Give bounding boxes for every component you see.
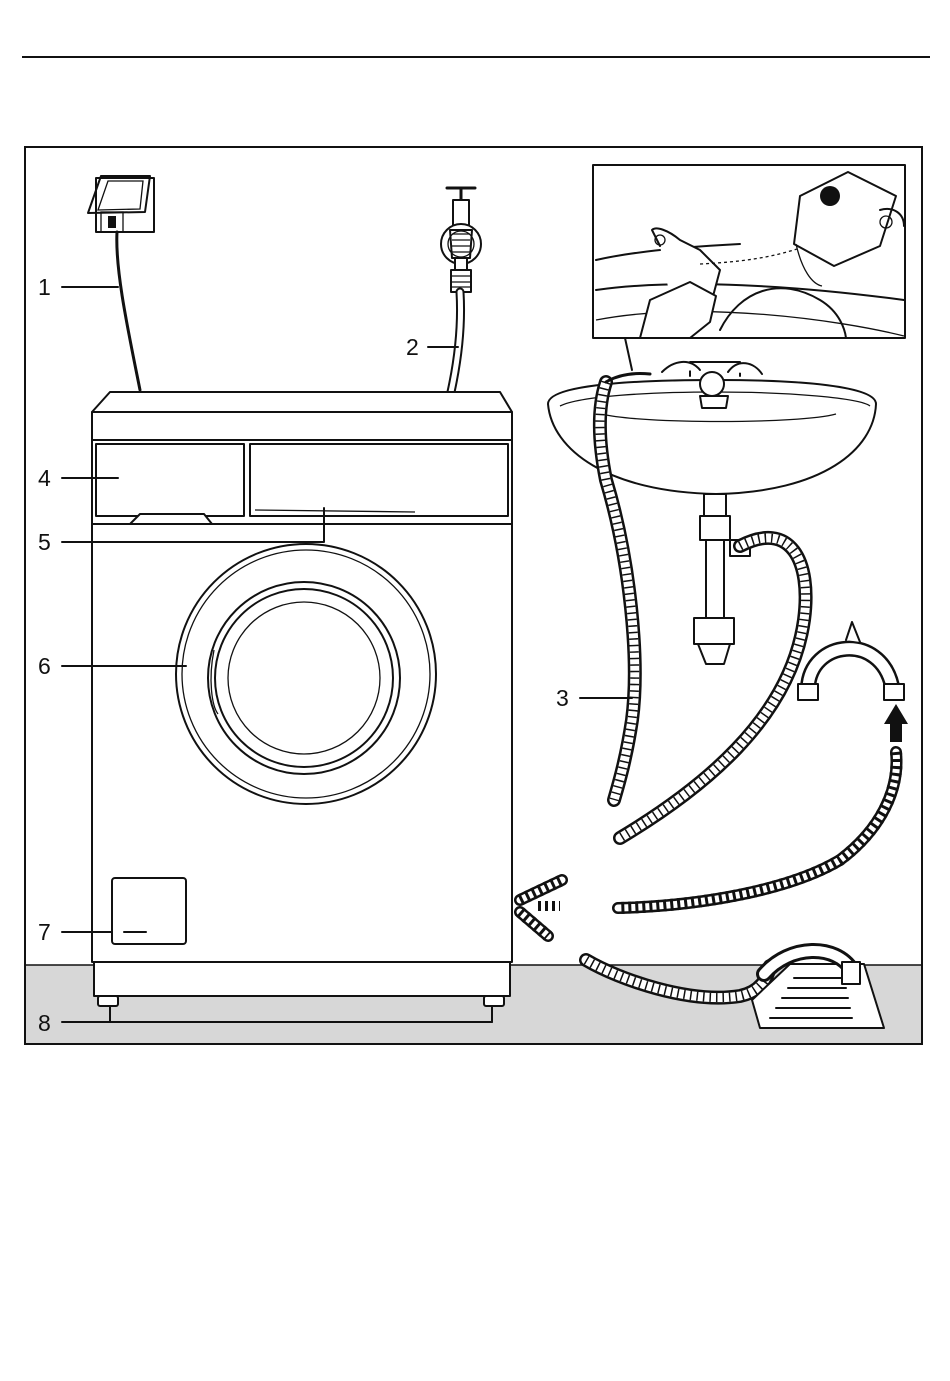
- control-panel: [250, 444, 508, 516]
- inset-detail: [593, 165, 905, 338]
- callout-7: 7: [38, 919, 51, 945]
- foot-right: [484, 996, 504, 1006]
- machine-door: [176, 544, 436, 804]
- callout-5: 5: [38, 529, 51, 555]
- callout-6: 6: [38, 653, 51, 679]
- detergent-drawer: [96, 444, 244, 516]
- service-flap: [112, 878, 186, 944]
- callout-4: 4: [38, 465, 51, 491]
- callout-2: 2: [406, 334, 419, 360]
- callout-8: 8: [38, 1010, 51, 1036]
- callout-3: 3: [556, 685, 569, 711]
- foot-left: [98, 996, 118, 1006]
- washing-machine: [92, 392, 512, 1006]
- callout-1: 1: [38, 274, 51, 300]
- wall-socket: [88, 176, 154, 232]
